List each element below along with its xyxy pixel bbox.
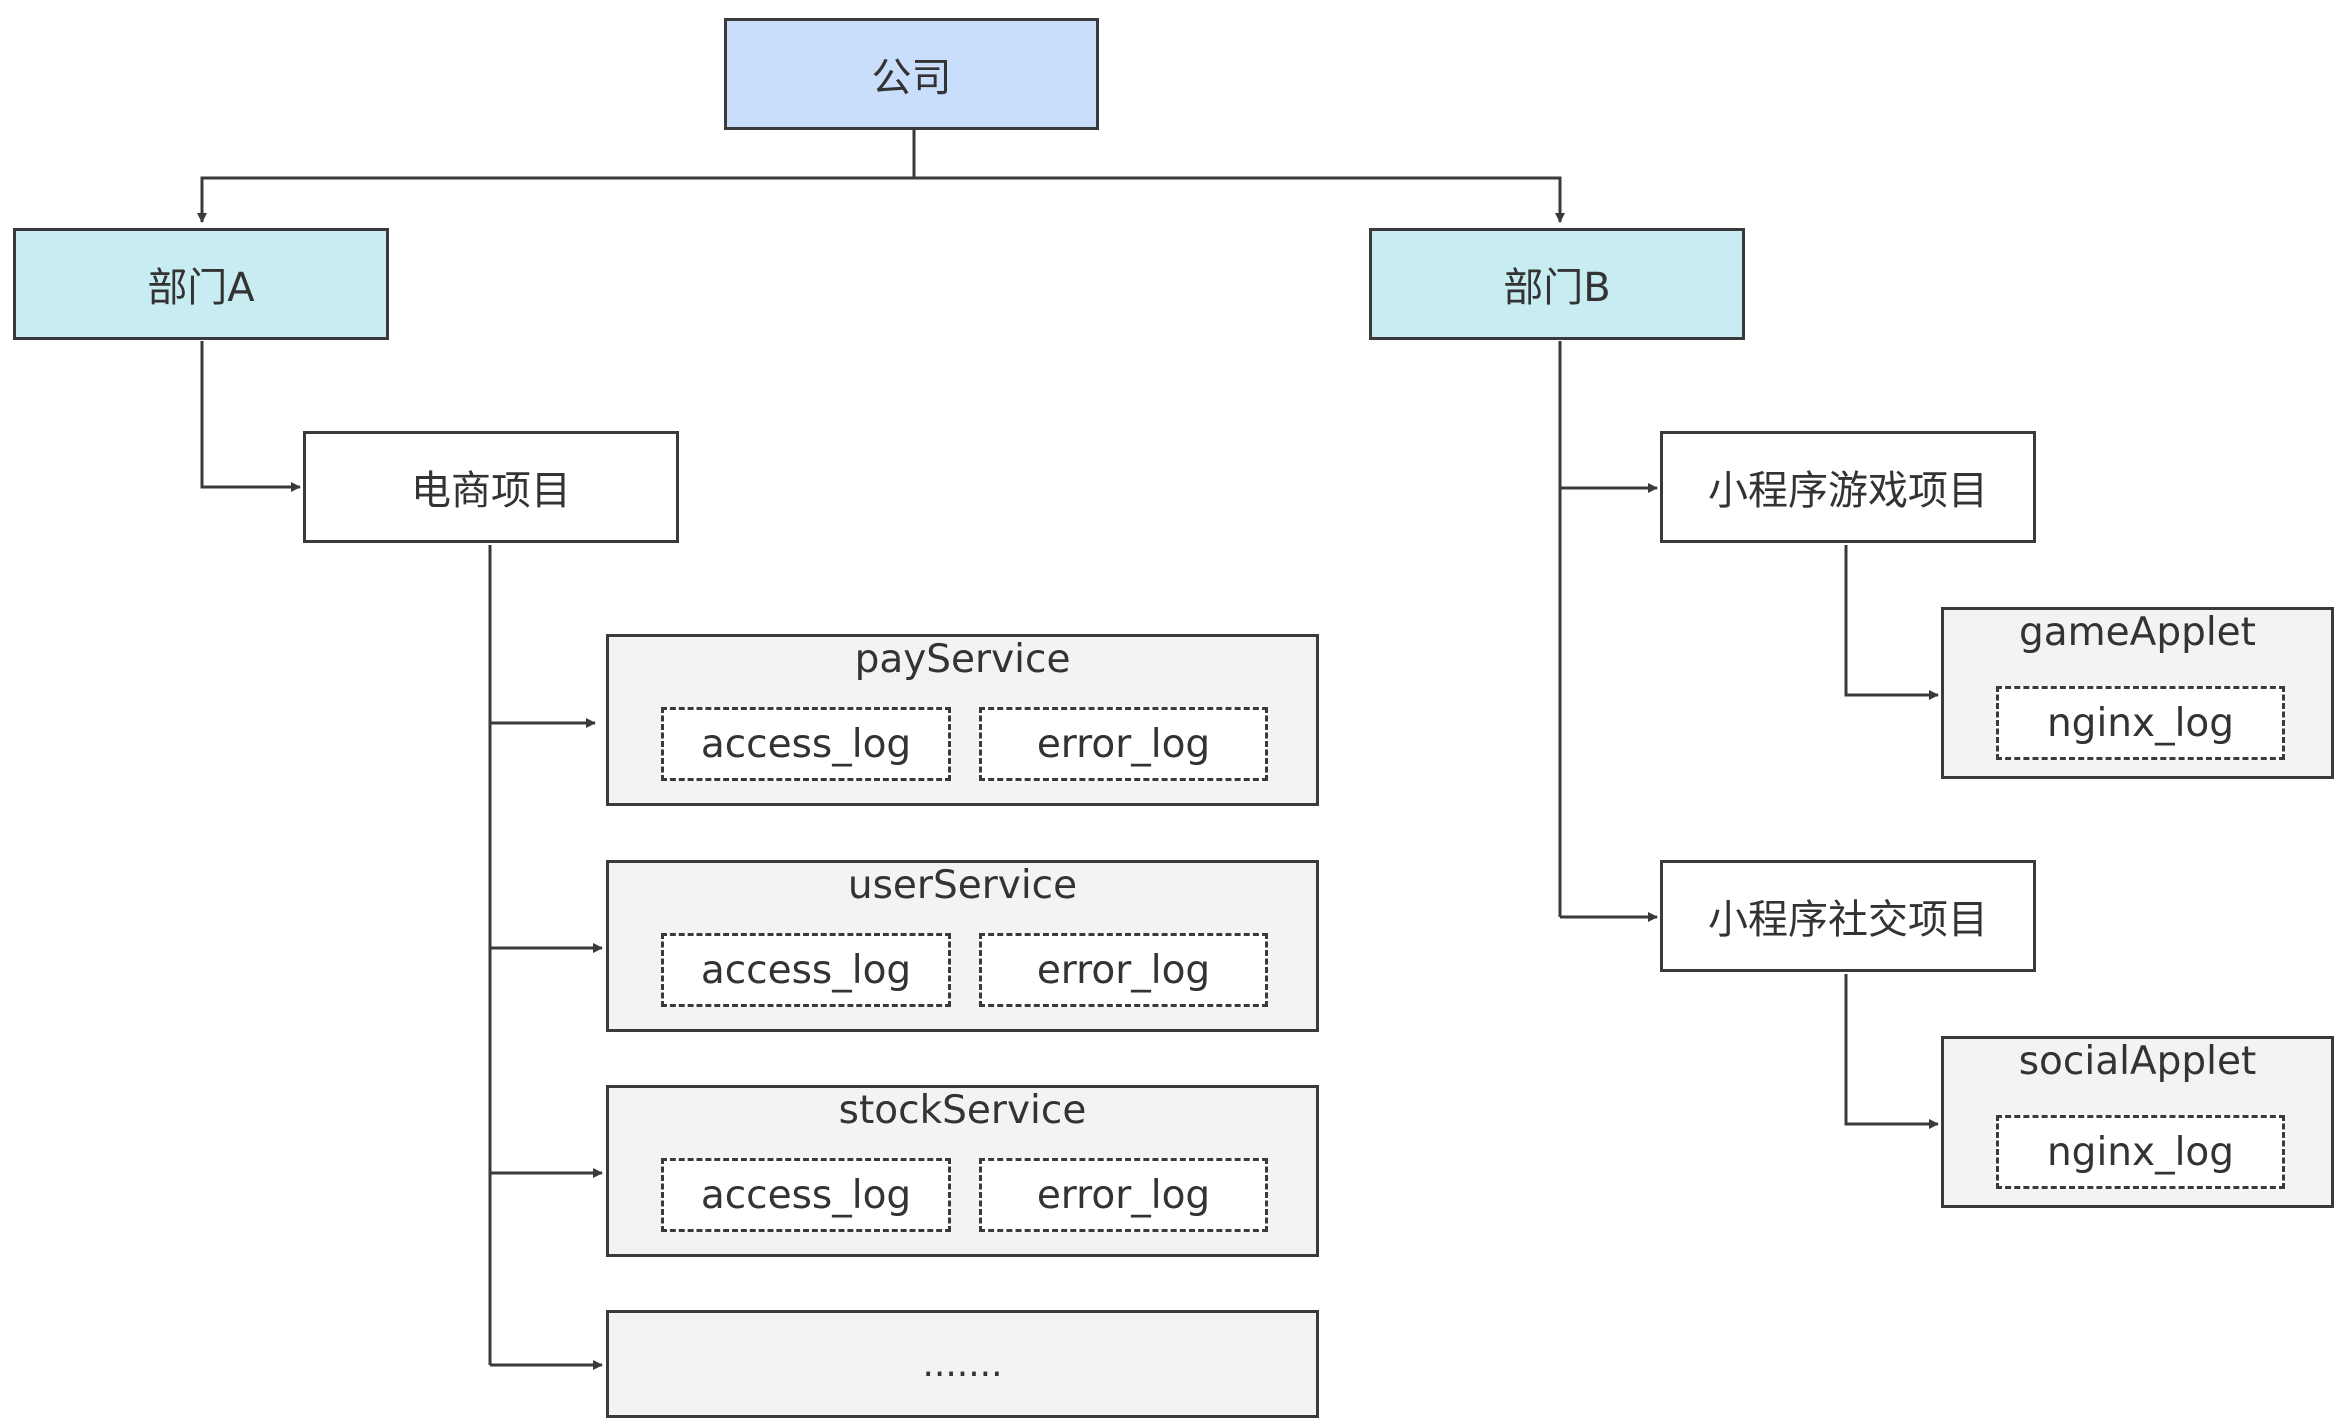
edge-social-to-applet — [1844, 974, 1939, 1129]
department-b-node: 部门B — [1369, 228, 1745, 340]
access-log-box: access_log — [661, 933, 951, 1007]
edge-game-to-applet — [1844, 545, 1939, 700]
service-title: stockService — [838, 1088, 1087, 1133]
error-log-box: error_log — [979, 1158, 1268, 1232]
access-log-box: access_log — [661, 707, 951, 781]
nginx-log-box: nginx_log — [1996, 686, 2285, 760]
department-a-node: 部门A — [13, 228, 389, 340]
company-node: 公司 — [724, 18, 1099, 130]
applet-group-game: gameApplet nginx_log — [1941, 607, 2334, 779]
service-title: userService — [847, 863, 1078, 908]
error-log-box: error_log — [979, 707, 1268, 781]
edge-dept-a-to-ecommerce — [200, 341, 301, 492]
more-services-ellipsis: ....... — [922, 1343, 1003, 1385]
applet-title: gameApplet — [2019, 610, 2256, 655]
service-group-user: userService access_log error_log — [606, 860, 1319, 1032]
mini-social-project-node: 小程序社交项目 — [1660, 860, 2036, 972]
access-log-box: access_log — [661, 1158, 951, 1232]
service-group-pay: payService access_log error_log — [606, 634, 1319, 806]
service-group-stock: stockService access_log error_log — [606, 1085, 1319, 1257]
service-group-more: ....... — [606, 1310, 1319, 1418]
edge-company-to-dept-b — [914, 176, 1565, 223]
mini-game-project-node: 小程序游戏项目 — [1660, 431, 2036, 543]
service-title: payService — [854, 637, 1071, 682]
error-log-box: error_log — [979, 933, 1268, 1007]
edge-company-to-dept-a — [197, 176, 914, 223]
nginx-log-box: nginx_log — [1996, 1115, 2285, 1189]
ecommerce-project-node: 电商项目 — [303, 431, 679, 543]
applet-title: socialApplet — [2018, 1039, 2257, 1084]
applet-group-social: socialApplet nginx_log — [1941, 1036, 2334, 1208]
